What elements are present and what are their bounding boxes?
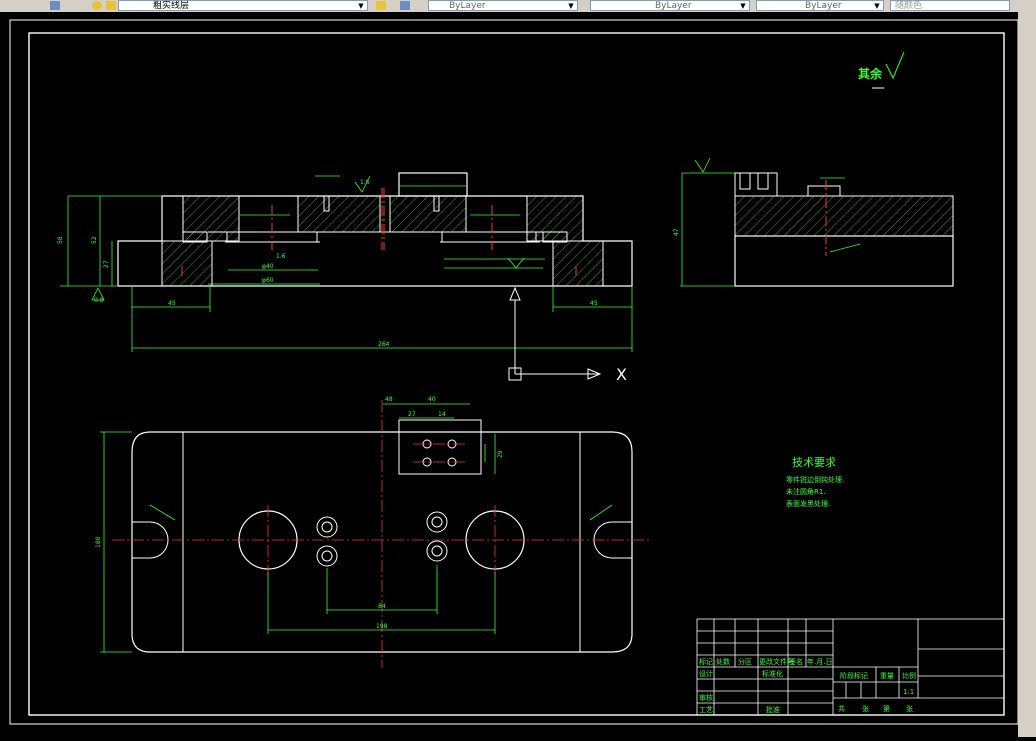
dim-roughness-08: 0.8 [94,297,104,304]
tb-mark: 标记 [699,657,713,666]
dim-front-total: 264 [378,341,390,348]
tech-req-line3: 表面发黑处理. [786,499,830,508]
tb-scale-value: 1:1 [903,688,914,696]
plotstyle-value: 随颜色 [895,1,923,11]
front-dim-labels: 58 52 27 45 45 264 φ60 φ40 0.8 1.6 1.6 [57,179,598,348]
chevron-down-icon: ▼ [568,2,574,10]
dim-top-14: 14 [438,411,446,418]
tb-change-file: 更改文件号 [759,657,794,666]
top-view: 180 48 40 27 14 29 84 198 [95,396,650,668]
tb-zone: 分区 [738,657,752,666]
dim-top-40: 40 [428,396,436,403]
linetype-value: ByLayer [655,1,692,11]
tb-approve: 批准 [766,705,780,714]
tb-scale: 比例 [902,671,916,680]
tb-sheet-no: 第 [883,704,890,713]
tb-sheet: 张 [906,704,913,713]
dim-top-198: 198 [376,623,388,630]
properties-toolbar: 粗实线层 ▼ ByLayer ▼ ByLayer ▼ ByLayer ▼ 随颜色 [0,0,1036,13]
inner-frame [28,32,1005,716]
tb-process: 工艺 [699,706,713,714]
dim-front-right: 45 [590,300,598,307]
tech-req-line2: 未注圆角R1. [786,487,826,496]
drawing-canvas[interactable]: 58 52 27 45 45 264 φ60 φ40 0.8 1.6 1.6 X [0,12,1036,737]
title-block [696,618,1005,716]
layer-lock-icon[interactable] [106,1,116,10]
ucs-icon [508,286,602,381]
top-dim-labels: 180 48 40 27 14 29 84 198 [95,396,504,630]
lineweight-value: ByLayer [805,1,842,11]
tb-sheets: 张 [862,704,869,713]
tb-weight: 重量 [880,672,894,680]
technical-requirements: 技术要求 零件锐边倒钝处理. 未注圆角R1. 表面发黑处理. [786,456,844,508]
tb-count: 处数 [716,657,730,666]
vertical-scrollbar[interactable] [1018,12,1036,737]
chevron-down-icon: ▼ [358,2,364,10]
dim-front-height-inner: 27 [103,260,110,268]
dim-roughness-16: 1.6 [276,253,286,260]
linetype-dropdown[interactable]: ByLayer ▼ [590,0,750,11]
tb-check: 审核 [699,693,713,702]
front-section-view: 58 52 27 45 45 264 φ60 φ40 0.8 1.6 1.6 [57,172,633,352]
tech-req-line1: 零件锐边倒钝处理. [786,475,844,484]
make-current-layer-icon[interactable] [376,1,386,10]
tb-design: 设计 [699,669,713,678]
tb-sign: 签名 [789,657,803,666]
dim-phi60: φ60 [262,277,274,284]
tb-standard: 标准化 [762,669,783,678]
tb-total: 共 [838,704,845,713]
dim-top-84: 84 [378,603,386,610]
side-view: 47 [673,157,954,287]
layer-name: 粗实线层 [153,1,190,11]
dim-side-height: 47 [673,228,680,236]
dim-roughness-16b: 1.6 [360,179,370,186]
lineweight-dropdown[interactable]: ByLayer ▼ [756,0,884,11]
dim-front-left: 45 [168,300,176,307]
dim-front-height-outer: 58 [57,236,64,244]
layer-previous-icon[interactable] [400,1,410,10]
roughness-note: 其余 [858,51,905,89]
chevron-down-icon: ▼ [740,2,746,10]
dim-top-27: 27 [408,411,416,418]
cad-drawing: 58 52 27 45 45 264 φ60 φ40 0.8 1.6 1.6 X [9,19,1019,725]
tb-stage-mark: 阶段标记 [840,671,868,680]
color-dropdown[interactable]: ByLayer ▼ [428,0,578,11]
dim-phi40: φ40 [262,263,274,270]
layer-state-icon[interactable] [50,1,60,10]
dim-top-48: 48 [385,396,393,403]
outer-frame [9,19,1019,725]
layer-dropdown[interactable]: 粗实线层 ▼ [118,0,368,11]
chevron-down-icon: ▼ [874,2,880,10]
dim-front-height-mid: 52 [91,236,98,244]
tb-date: 年.月.日 [807,657,832,666]
layer-freeze-icon[interactable] [92,1,102,10]
dim-top-height: 180 [95,536,102,548]
plotstyle-dropdown[interactable]: 随颜色 [890,0,1010,11]
dim-top-29: 29 [497,450,504,458]
color-value: ByLayer [449,1,486,11]
title-block-text: 标记 处数 分区 更改文件号 签名 年.月.日 设计 标准化 审核 工艺 批准 … [699,657,916,714]
axis-x-label: X [616,365,627,384]
tech-req-title: 技术要求 [792,456,836,469]
roughness-note-text: 其余 [858,66,883,81]
